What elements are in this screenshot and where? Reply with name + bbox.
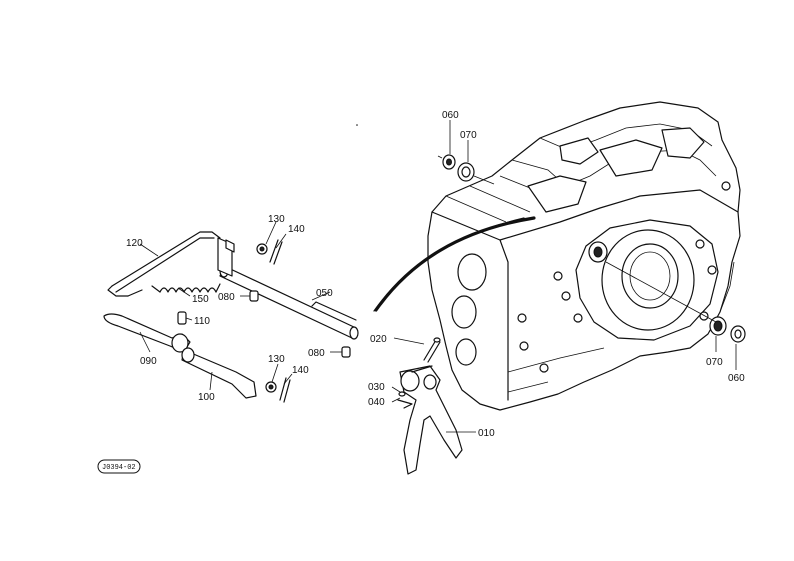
callout-070-right: 070 — [706, 357, 723, 368]
callout-120: 120 — [126, 238, 143, 249]
callout-140-upper: 140 — [288, 224, 305, 235]
spring-pin-140-lower — [279, 377, 291, 403]
callout-080-upper: 080 — [218, 292, 235, 303]
callout-130-upper: 130 — [268, 214, 285, 225]
bolt-020 — [423, 337, 441, 363]
callout-010: 010 — [478, 428, 495, 439]
callout-060-right: 060 — [728, 373, 745, 384]
shift-rod-120 — [107, 231, 221, 297]
bearing-070-top — [457, 162, 475, 182]
callout-100: 100 — [198, 392, 215, 403]
callout-150: 150 — [192, 294, 209, 305]
callout-040: 040 — [368, 397, 385, 408]
transmission-housing — [427, 101, 741, 411]
pin-110 — [177, 311, 187, 325]
seal-060-top — [442, 154, 456, 170]
pin-080-lower — [341, 346, 351, 358]
callout-110: 110 — [194, 316, 210, 327]
leader-lines — [139, 120, 737, 433]
reference-code: J0394-02 — [102, 464, 136, 472]
spring-pin-140-upper — [269, 239, 283, 265]
reference-code-badge: J0394-02 — [97, 459, 141, 474]
shift-lever-090 — [103, 313, 191, 353]
stray-dot — [356, 124, 358, 126]
shift-shaft-050 — [217, 237, 359, 340]
callout-050: 050 — [316, 288, 333, 299]
seal-060-right — [730, 325, 746, 343]
callout-030: 030 — [368, 382, 385, 393]
callout-020: 020 — [370, 334, 387, 345]
lever-arm-100 — [181, 347, 257, 399]
callout-060-top: 060 — [442, 110, 459, 121]
callout-090: 090 — [140, 356, 157, 367]
spring-150 — [151, 283, 221, 293]
bearing-bore — [575, 219, 719, 341]
bearing-070-right — [709, 316, 727, 336]
parts-030-040 — [397, 391, 413, 409]
callout-080-lower: 080 — [308, 348, 325, 359]
callout-140-lower: 140 — [292, 365, 309, 376]
pin-080-upper — [249, 290, 259, 302]
callout-130-lower: 130 — [268, 354, 285, 365]
callout-070-top: 070 — [460, 130, 477, 141]
shift-fork-010 — [399, 365, 463, 475]
